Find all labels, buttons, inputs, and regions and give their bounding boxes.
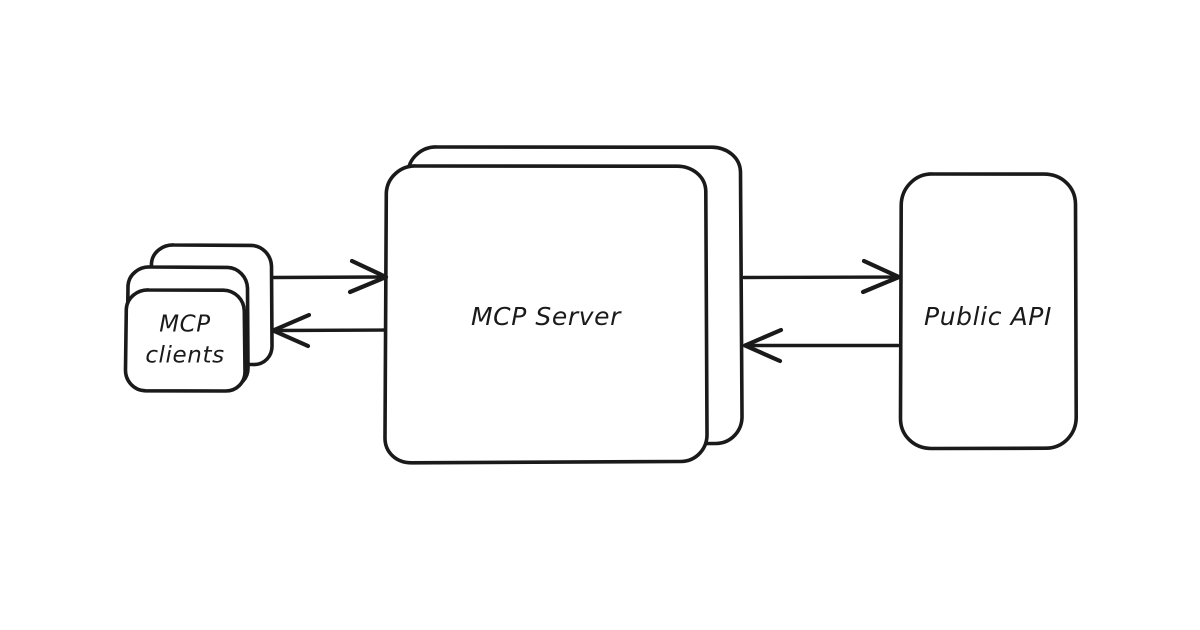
node-mcp-server[interactable]: MCP Server	[383, 145, 744, 465]
edge-server-to-clients-line	[274, 328, 387, 333]
public-api-box	[898, 172, 1079, 451]
edge-server-to-api[interactable]	[742, 258, 902, 295]
edge-clients-to-server-line	[272, 275, 386, 280]
edge-clients-to-server-arrowhead	[347, 258, 389, 295]
edge-server-to-clients[interactable]	[270, 312, 387, 349]
edge-server-to-api-line	[742, 275, 899, 280]
edge-server-to-api-arrowhead	[860, 258, 902, 295]
edge-clients-to-server[interactable]	[272, 258, 389, 295]
edge-api-to-server-arrowhead	[742, 327, 784, 364]
edge-api-to-server[interactable]	[742, 327, 900, 364]
node-mcp-clients[interactable]: MCP clients	[123, 243, 274, 393]
mcp-clients-label-line-1: MCP	[159, 312, 211, 338]
edge-server-to-clients-arrowhead	[270, 312, 312, 349]
mcp-clients-label-line-2: clients	[145, 343, 224, 369]
mcp-server-box-front	[383, 164, 709, 465]
public-api-label: Public API	[924, 302, 1052, 331]
mcp-clients-box-front	[123, 288, 247, 393]
node-public-api[interactable]: Public API	[898, 172, 1079, 451]
mcp-server-label: MCP Server	[471, 302, 622, 331]
